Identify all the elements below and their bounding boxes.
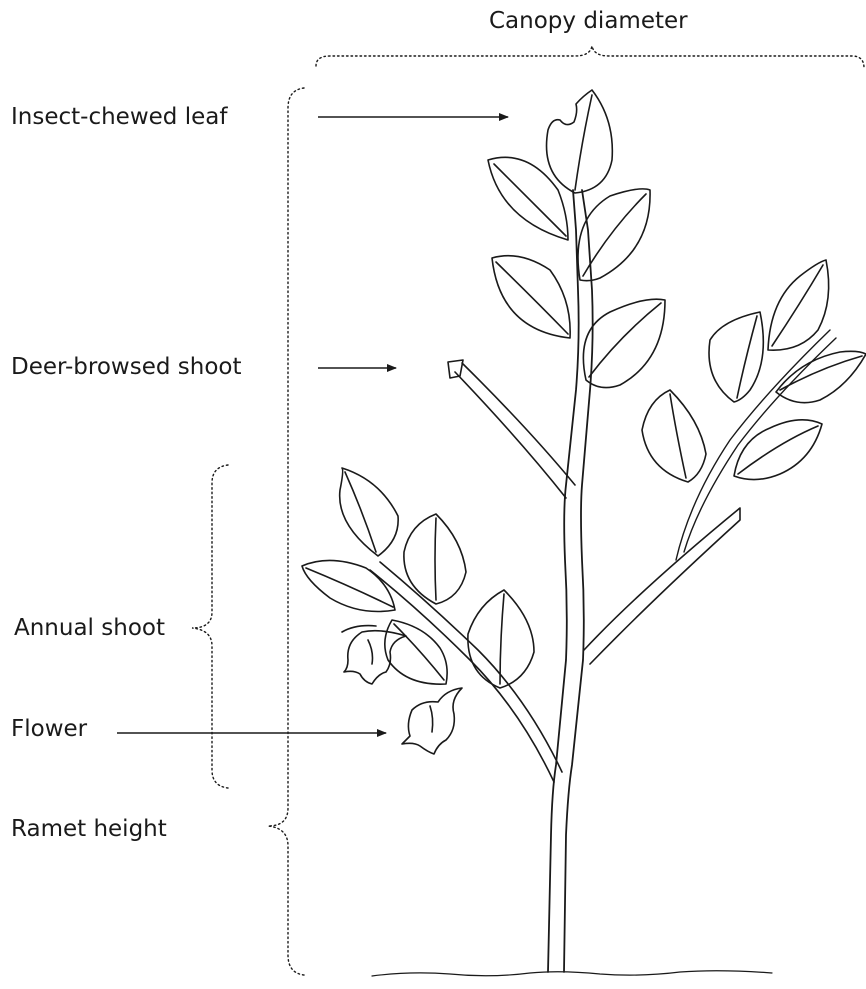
leaf <box>776 351 866 402</box>
canopy-diameter-bracket <box>316 46 864 68</box>
insect-chewed-leaf-label: Insect-chewed leaf <box>11 106 227 129</box>
leaf <box>709 312 763 402</box>
leaf <box>642 390 706 482</box>
leaf <box>583 299 665 387</box>
annual-shoot-bracket <box>192 465 228 788</box>
leaf <box>734 420 822 480</box>
flower-label: Flower <box>11 718 87 741</box>
deer-browsed-shoot <box>448 360 575 498</box>
ground-line <box>372 971 772 976</box>
ramet-height-label: Ramet height <box>11 818 167 841</box>
flower-upper <box>342 626 406 684</box>
right-branch-twig <box>676 330 836 560</box>
leaf <box>302 560 395 611</box>
annual-shoot-label: Annual shoot <box>14 617 165 640</box>
leaf <box>488 157 568 240</box>
flower-lower <box>402 688 462 754</box>
leaf <box>492 256 570 338</box>
main-stem <box>548 190 593 972</box>
deer-browsed-shoot-label: Deer-browsed shoot <box>11 356 242 379</box>
leaf <box>340 468 399 556</box>
ramet-height-bracket <box>268 88 304 975</box>
leaf <box>768 260 829 350</box>
canopy-diameter-label: Canopy diameter <box>489 10 688 33</box>
right-branch <box>584 508 740 664</box>
leaf <box>468 590 534 688</box>
insect-chewed-leaf <box>547 90 613 193</box>
